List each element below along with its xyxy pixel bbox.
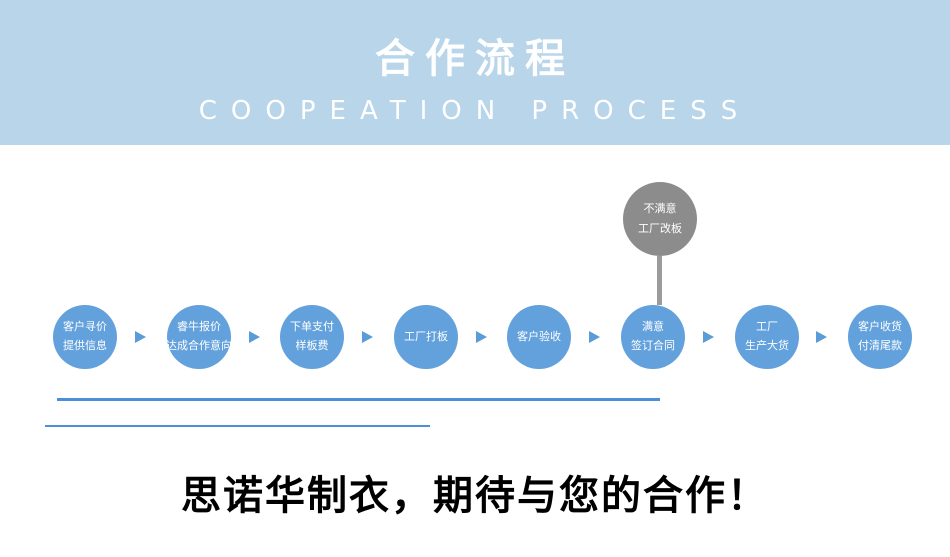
arrow-right-icon — [249, 331, 260, 343]
connector-line — [657, 256, 662, 305]
step-label-line2: 付清尾款 — [858, 339, 902, 352]
alt-node-unsatisfied: 不满意 工厂改板 — [623, 182, 697, 256]
step-label-line2: 提供信息 — [63, 339, 107, 352]
step-label-line2: 生产大货 — [745, 339, 789, 352]
step-node-factory-sample: 工厂打板 — [394, 305, 458, 369]
flow-diagram: 不满意 工厂改板 客户寻价 提供信息 睿牛报价 达成合作意向 下单支付 样板费 … — [0, 145, 950, 557]
step-node-receive-goods: 客户收货 付清尾款 — [848, 305, 912, 369]
step-node-quote: 睿牛报价 达成合作意向 — [166, 305, 232, 369]
page-subtitle: COOPEATION PROCESS — [198, 96, 752, 126]
step-label-line1: 工厂打板 — [404, 329, 448, 343]
step-label-line1: 客户寻价 — [63, 320, 107, 334]
step-node-mass-production: 工厂 生产大货 — [735, 305, 799, 369]
underline-primary — [57, 398, 660, 401]
step-node-customer-accept: 客户验收 — [507, 305, 571, 369]
alt-node-label-line2: 工厂改板 — [638, 222, 682, 235]
step-label-line1: 工厂 — [756, 320, 778, 334]
step-label-line2: 签订合同 — [631, 339, 675, 352]
alt-node-label-line1: 不满意 — [643, 202, 677, 216]
step-node-inquiry: 客户寻价 提供信息 — [53, 305, 117, 369]
arrow-right-icon — [135, 331, 146, 343]
header-band: 合作流程 COOPEATION PROCESS — [0, 0, 950, 145]
step-node-order-pay: 下单支付 样板费 — [280, 305, 344, 369]
arrow-right-icon — [589, 331, 600, 343]
step-label-line1: 睿牛报价 — [177, 320, 221, 334]
slogan-text: 思诺华制衣，期待与您的合作！ — [181, 473, 769, 519]
step-label-line2: 达成合作意向 — [166, 339, 232, 352]
page-title: 合作流程 — [375, 36, 575, 82]
arrow-right-icon — [476, 331, 487, 343]
step-label-line1: 客户验收 — [517, 329, 561, 343]
underline-secondary — [45, 425, 430, 427]
arrow-right-icon — [816, 331, 827, 343]
arrow-right-icon — [362, 331, 373, 343]
arrow-right-icon — [703, 331, 714, 343]
step-label-line1: 下单支付 — [290, 320, 334, 334]
step-label-line1: 满意 — [642, 320, 664, 334]
step-label-line1: 客户收货 — [858, 320, 902, 334]
step-node-sign-contract: 满意 签订合同 — [621, 305, 685, 369]
step-label-line2: 样板费 — [295, 339, 329, 352]
